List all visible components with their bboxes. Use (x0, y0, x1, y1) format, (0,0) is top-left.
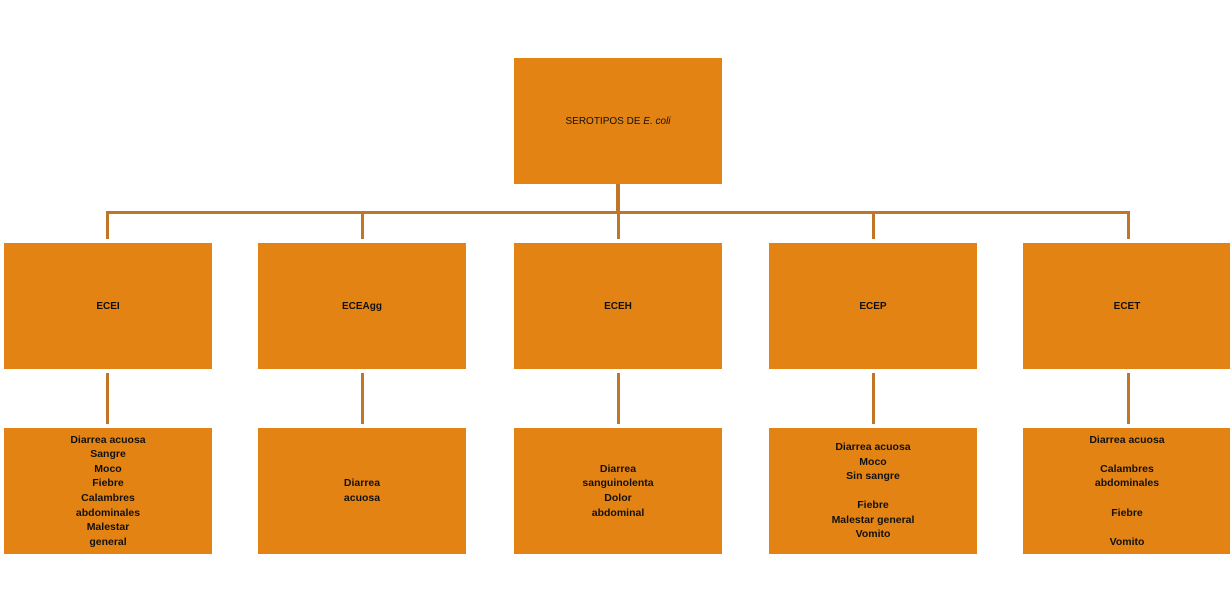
symptom-line: Calambres (81, 492, 135, 504)
connector-ecet (1127, 212, 1130, 239)
serotype-label: ECEP (859, 300, 887, 312)
symptom-line: Malestar general (831, 513, 915, 526)
symptoms-node-eceagg: Diarrea acuosa (258, 428, 466, 554)
symptom-connector-ecet (1127, 373, 1130, 424)
symptom-line: Diarrea acuosa (1089, 433, 1165, 446)
symptom-line: Moco (859, 455, 887, 468)
serotype-label: ECEI (96, 300, 120, 312)
symptom-line: Moco (94, 462, 122, 475)
symptom-line: Sangre (90, 448, 126, 461)
symptom-line: Dolor (604, 492, 632, 504)
connector-eceagg (361, 212, 364, 239)
connector-ecep (872, 212, 875, 239)
symptom-connector-eceh (617, 373, 620, 424)
symptom-line: Vomito (1109, 535, 1145, 548)
symptom-line: Fiebre (1111, 506, 1143, 519)
symptom-line: Fiebre (92, 477, 124, 490)
root-label: SEROTIPOS DE E. coli (565, 115, 671, 127)
symptom-line: Malestar (86, 521, 130, 534)
symptom-line: sanguinolenta (582, 477, 654, 490)
symptom-connector-eceagg (361, 373, 364, 424)
symptom-line: Diarrea (343, 477, 381, 490)
symptom-line: Sin sangre (846, 470, 900, 483)
symptom-line: Diarrea acuosa (70, 433, 146, 446)
symptom-line: acuosa (343, 492, 381, 504)
symptom-line: Diarrea acuosa (835, 440, 911, 453)
symptom-line: abdominales (1094, 477, 1160, 490)
root-node: SEROTIPOS DE E. coli (514, 58, 722, 184)
symptom-line: Diarrea (599, 462, 637, 475)
serotype-label: ECET (1113, 300, 1141, 312)
symptom-line: Fiebre (857, 499, 889, 512)
symptom-connector-ecep (872, 373, 875, 424)
serotype-node-ecep: ECEP (769, 243, 977, 369)
serotype-node-ecet: ECET (1023, 243, 1230, 369)
serotype-label: ECEH (604, 300, 632, 312)
symptom-line: abdominal (591, 506, 645, 519)
symptom-line: abdominales (75, 506, 141, 519)
symptom-line: Vomito (855, 528, 891, 541)
serotype-node-eceagg: ECEAgg (258, 243, 466, 369)
serotype-node-ecei: ECEI (4, 243, 212, 369)
connector-ecei (106, 212, 109, 239)
serotype-label: ECEAgg (342, 300, 382, 312)
serotype-node-eceh: ECEH (514, 243, 722, 369)
symptom-line: Calambres (1100, 462, 1154, 475)
connector-eceh (617, 212, 620, 239)
symptom-connector-ecei (106, 373, 109, 424)
symptom-line: general (89, 535, 127, 548)
root-connector (616, 184, 620, 212)
